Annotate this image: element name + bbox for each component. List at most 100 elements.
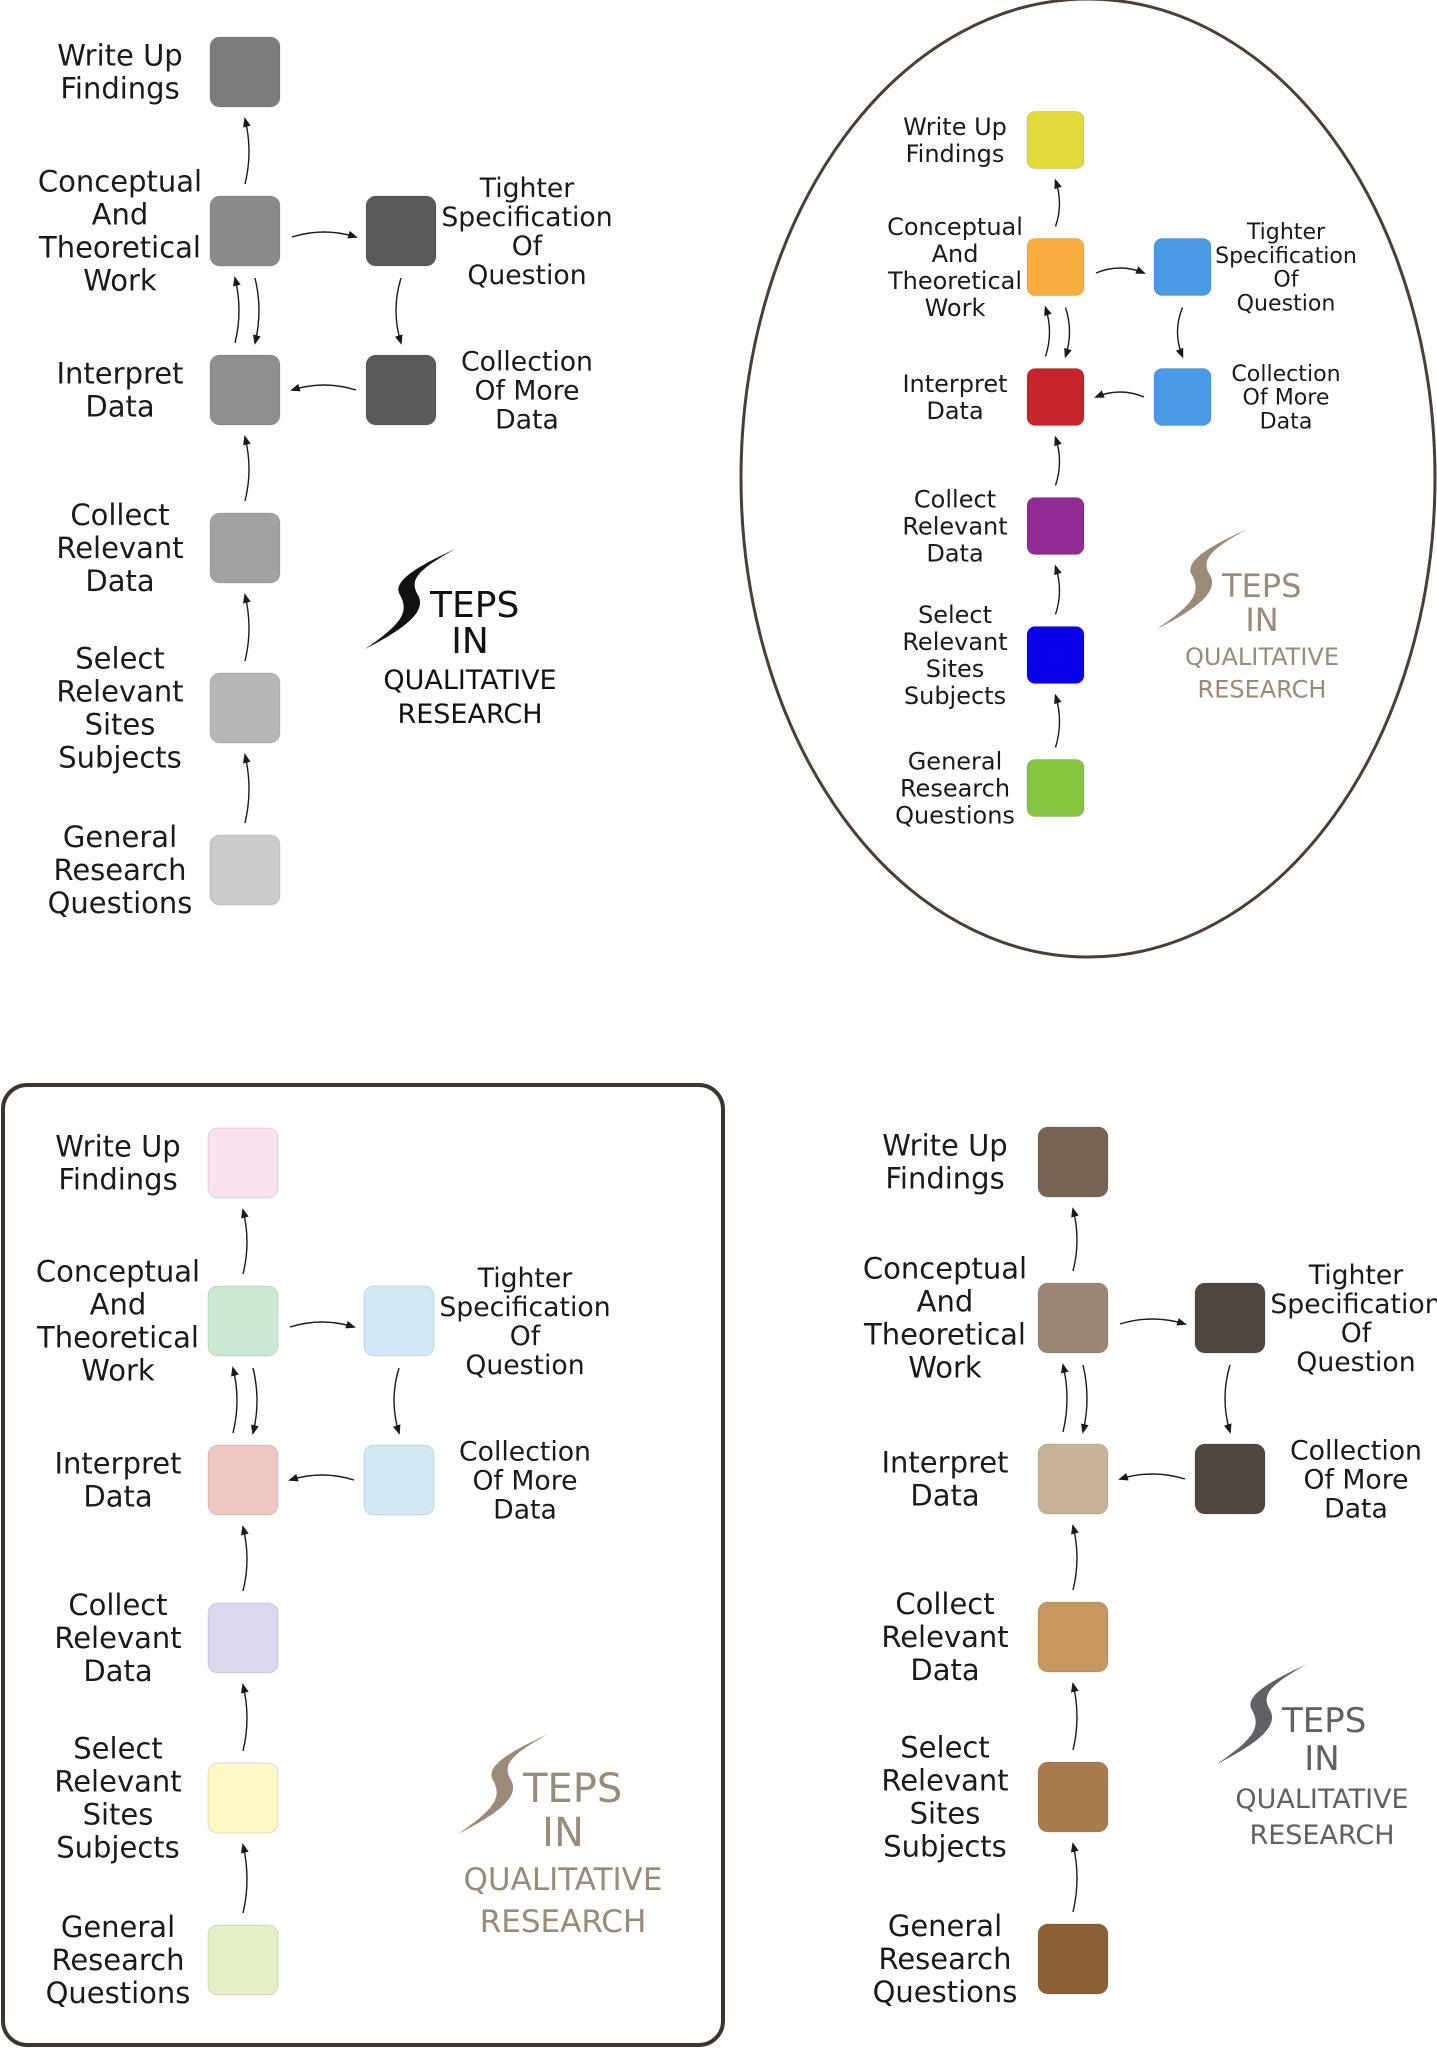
label-conceptual-line: And bbox=[932, 240, 979, 268]
label-collect-line: Data bbox=[83, 1654, 152, 1688]
label-conceptual-line: Theoretical bbox=[863, 1318, 1026, 1352]
arrow-more-data-to-interpret bbox=[1118, 1472, 1186, 1481]
title-qualitative: QUALITATIVE bbox=[383, 665, 556, 696]
label-collect-line: Collect bbox=[914, 485, 996, 513]
arrow-general-to-select bbox=[1054, 693, 1062, 748]
arrow-collect-to-interpret bbox=[243, 435, 251, 502]
label-general-line: Research bbox=[900, 774, 1010, 802]
label-more-data-line: Of More bbox=[473, 1465, 578, 1496]
label-tighter-line: Question bbox=[465, 1350, 584, 1381]
title-steps: TEPS bbox=[1281, 1701, 1366, 1741]
label-collect-line: Collect bbox=[895, 1587, 994, 1621]
title-in: IN bbox=[451, 621, 489, 662]
label-conceptual-line: Conceptual bbox=[887, 213, 1023, 241]
label-general-line: General bbox=[888, 1909, 1002, 1943]
arrow-interpret-to-conceptual bbox=[1061, 1363, 1069, 1433]
steps-s-logo bbox=[458, 1734, 548, 1834]
box-write-up bbox=[1026, 111, 1085, 169]
title-in: IN bbox=[1304, 1739, 1339, 1779]
arrow-tighter-to-more-data bbox=[392, 1367, 401, 1435]
label-tighter-line: Of bbox=[1341, 1318, 1372, 1349]
label-conceptual-line: And bbox=[92, 198, 149, 232]
label-more-data-line: Of More bbox=[475, 375, 580, 406]
box-collect bbox=[207, 1602, 279, 1674]
title-steps: TEPS bbox=[522, 1766, 622, 1812]
label-collect-line: Data bbox=[910, 1653, 979, 1687]
label-select-line: Sites bbox=[910, 1797, 981, 1831]
label-conceptual-line: And bbox=[90, 1288, 147, 1322]
box-write-up bbox=[209, 36, 281, 108]
arrow-select-to-collect bbox=[1054, 564, 1062, 615]
label-collect-line: Relevant bbox=[56, 531, 183, 565]
arrow-conceptual-to-tighter bbox=[289, 1320, 356, 1329]
label-conceptual-line: Theoretical bbox=[36, 1321, 199, 1355]
arrow-more-data-to-interpret bbox=[290, 383, 357, 392]
title-qualitative: QUALITATIVE bbox=[1235, 1784, 1408, 1815]
box-select bbox=[209, 672, 281, 744]
label-select-line: Select bbox=[900, 1731, 989, 1765]
label-conceptual-line: Work bbox=[83, 264, 157, 298]
label-tighter-line: Of bbox=[510, 1321, 541, 1352]
box-select bbox=[1037, 1761, 1109, 1833]
label-interpret-line: Data bbox=[85, 390, 154, 424]
label-tighter-line: Specification bbox=[1270, 1289, 1437, 1320]
label-conceptual-line: And bbox=[917, 1285, 974, 1319]
label-tighter-line: Specification bbox=[441, 202, 612, 233]
title-research: RESEARCH bbox=[1198, 675, 1327, 703]
label-conceptual-line: Work bbox=[81, 1354, 155, 1388]
box-more-data bbox=[363, 1444, 435, 1516]
title-qualitative: QUALITATIVE bbox=[1185, 643, 1339, 671]
label-tighter-line: Of bbox=[512, 231, 543, 262]
box-general bbox=[209, 834, 281, 906]
label-select-line: Select bbox=[918, 601, 992, 629]
label-collect-line: Collect bbox=[68, 1588, 167, 1622]
arrow-more-data-to-interpret bbox=[288, 1473, 355, 1482]
label-interpret-line: Data bbox=[910, 1479, 979, 1513]
box-general bbox=[207, 1924, 279, 1996]
label-tighter-line: Question bbox=[467, 260, 586, 291]
label-select-line: Select bbox=[73, 1732, 162, 1766]
arrow-tighter-to-more-data bbox=[1224, 1364, 1232, 1434]
box-collect bbox=[1026, 497, 1085, 555]
label-interpret-line: Interpret bbox=[57, 357, 184, 391]
box-write-up bbox=[1037, 1126, 1109, 1198]
steps-s-logo bbox=[1157, 529, 1247, 629]
label-tighter-line: Specification bbox=[439, 1292, 610, 1323]
label-more-data-line: Data bbox=[493, 1494, 557, 1525]
box-interpret bbox=[1037, 1443, 1109, 1515]
title-in: IN bbox=[1245, 601, 1278, 639]
label-write-up-line: Findings bbox=[906, 140, 1005, 168]
box-tighter bbox=[365, 195, 437, 267]
label-conceptual-line: Conceptual bbox=[863, 1252, 1027, 1286]
label-write-up-line: Write Up bbox=[55, 1130, 180, 1164]
arrow-conceptual-to-tighter bbox=[1119, 1317, 1187, 1326]
label-select-line: Relevant bbox=[902, 628, 1007, 656]
label-select-line: Sites bbox=[85, 708, 156, 742]
label-collect-line: Data bbox=[926, 539, 983, 567]
arrow-conceptual-to-interpret bbox=[253, 277, 261, 345]
label-write-up-line: Findings bbox=[60, 72, 179, 106]
arrow-interpret-to-conceptual bbox=[233, 276, 241, 344]
label-more-data-line: Data bbox=[1260, 409, 1313, 434]
label-conceptual-line: Theoretical bbox=[38, 231, 201, 265]
label-select-line: Select bbox=[75, 642, 164, 676]
label-general-line: Questions bbox=[895, 801, 1015, 829]
label-conceptual-line: Work bbox=[908, 1351, 982, 1385]
arrow-interpret-to-conceptual bbox=[1044, 305, 1052, 357]
